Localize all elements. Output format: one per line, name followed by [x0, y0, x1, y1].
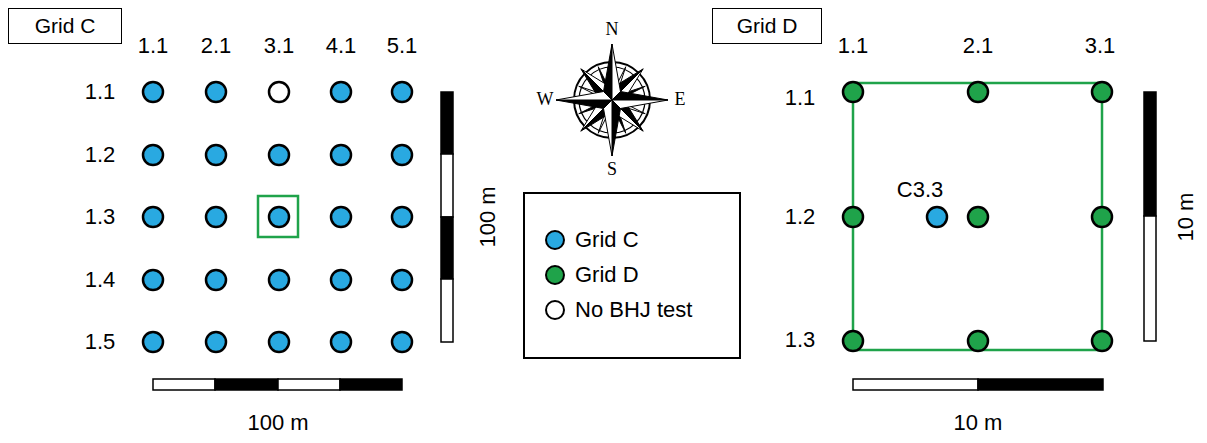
- legend-frame: [524, 193, 740, 358]
- sample-point: [269, 270, 289, 290]
- row-label: 1.5: [85, 330, 116, 354]
- sample-point: [1092, 82, 1112, 102]
- compass-star: [612, 44, 620, 100]
- compass-star: [556, 92, 612, 100]
- row-label: 1.3: [85, 205, 116, 229]
- compass-star: [612, 100, 668, 108]
- column-label: 1.1: [838, 34, 869, 58]
- column-label: 3.1: [264, 34, 295, 58]
- sample-point: [968, 331, 988, 351]
- point-label: C3.3: [897, 178, 943, 202]
- column-label: 2.1: [963, 34, 994, 58]
- scale-bar: [340, 379, 402, 390]
- sample-point: [392, 145, 412, 165]
- grid-title-box: Grid C: [8, 8, 122, 44]
- sample-point: [968, 207, 988, 227]
- compass-star: [604, 44, 612, 100]
- sample-point: [206, 82, 226, 102]
- row-label: 1.1: [85, 80, 116, 104]
- sample-point: [331, 145, 351, 165]
- compass-letter: W: [537, 90, 554, 110]
- sample-point: [843, 207, 863, 227]
- legend-swatch: [545, 265, 565, 285]
- sample-point: [143, 82, 163, 102]
- compass-star: [604, 100, 612, 156]
- legend-swatch: [545, 230, 565, 250]
- row-label: 1.2: [85, 143, 116, 167]
- scale-bar: [441, 154, 453, 217]
- sample-point: [1092, 331, 1112, 351]
- sample-point: [843, 82, 863, 102]
- scale-bar: [978, 379, 1103, 390]
- sample-point: [143, 207, 163, 227]
- legend-text: Grid D: [575, 263, 639, 287]
- row-label: 1.3: [785, 328, 816, 352]
- sample-point: [206, 332, 226, 352]
- scale-bar: [215, 379, 278, 390]
- column-label: 3.1: [1085, 34, 1116, 58]
- sample-point: [269, 82, 289, 102]
- grid-title: Grid D: [737, 14, 798, 38]
- scale-bar: [441, 217, 453, 279]
- grid-title: Grid C: [35, 14, 96, 38]
- grid-title-box: Grid D: [712, 8, 822, 44]
- scale-bar: [1144, 92, 1156, 216]
- column-label: 2.1: [201, 34, 232, 58]
- scale-bar: [441, 279, 453, 342]
- sample-point: [843, 331, 863, 351]
- compass-letter: E: [675, 90, 686, 110]
- sample-point: [143, 270, 163, 290]
- sample-point: [392, 332, 412, 352]
- legend-text: Grid C: [575, 228, 639, 252]
- column-label: 5.1: [387, 34, 418, 58]
- compass-star: [612, 100, 620, 156]
- sample-point: [269, 145, 289, 165]
- row-label: 1.4: [85, 268, 116, 292]
- sample-point: [392, 82, 412, 102]
- column-label: 1.1: [138, 34, 169, 58]
- sample-point: [331, 207, 351, 227]
- sample-point: [206, 145, 226, 165]
- scale-label: 100 m: [247, 411, 308, 435]
- row-label: 1.2: [785, 205, 816, 229]
- scale-bar: [441, 92, 453, 154]
- inset-marker: [258, 196, 298, 237]
- compass-letter: S: [607, 160, 617, 180]
- sample-point: [331, 82, 351, 102]
- compass-star: [612, 92, 668, 100]
- scale-label: 10 m: [954, 411, 1003, 435]
- sample-point: [927, 207, 947, 227]
- sample-point: [1092, 207, 1112, 227]
- column-label: 4.1: [326, 34, 357, 58]
- sample-point: [206, 270, 226, 290]
- legend-text: No BHJ test: [575, 298, 692, 322]
- sample-point: [331, 332, 351, 352]
- scale-label: 100 m: [476, 186, 500, 247]
- sample-point: [269, 207, 289, 227]
- sample-point: [269, 332, 289, 352]
- compass-star: [556, 100, 612, 108]
- row-label: 1.1: [785, 86, 816, 110]
- scale-bar: [1144, 216, 1156, 341]
- sample-point: [206, 207, 226, 227]
- compass-letter: N: [606, 20, 619, 40]
- grid-d-outline: [853, 83, 1102, 350]
- scale-bar: [153, 379, 215, 390]
- legend-swatch: [545, 300, 565, 320]
- sample-point: [143, 145, 163, 165]
- sample-point: [392, 270, 412, 290]
- sample-point: [392, 207, 412, 227]
- scale-bar: [853, 379, 978, 390]
- sample-point: [143, 332, 163, 352]
- sample-point: [331, 270, 351, 290]
- sample-point: [968, 82, 988, 102]
- scale-bar: [278, 379, 340, 390]
- scale-label: 10 m: [1174, 193, 1198, 242]
